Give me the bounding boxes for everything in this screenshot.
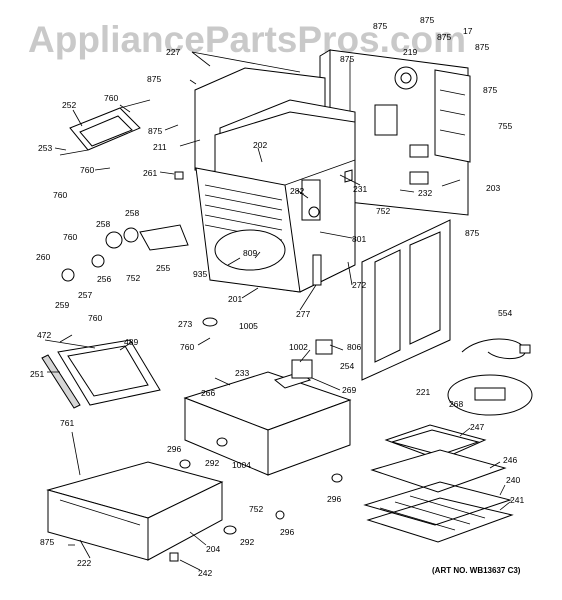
part-label: 232 bbox=[418, 188, 432, 198]
storage-drawer bbox=[46, 461, 224, 561]
part-label: 219 bbox=[403, 47, 417, 57]
element-receptacles bbox=[61, 224, 189, 282]
part-label: 202 bbox=[253, 140, 267, 150]
part-label: 257 bbox=[78, 290, 92, 300]
small-parts bbox=[169, 171, 343, 562]
part-labels: 875 875 875 219 227 875 875 17 875 760 2… bbox=[30, 15, 524, 578]
part-label: 292 bbox=[205, 458, 219, 468]
part-label: 211 bbox=[153, 142, 167, 152]
part-label: 875 bbox=[340, 54, 354, 64]
part-label: 935 bbox=[193, 269, 207, 279]
part-label: 273 bbox=[178, 319, 192, 329]
bake-element bbox=[41, 339, 161, 409]
part-label: 296 bbox=[280, 527, 294, 537]
part-label: 875 bbox=[465, 228, 479, 238]
part-label: 17 bbox=[463, 26, 473, 36]
part-label: 809 bbox=[243, 248, 257, 258]
part-label: 253 bbox=[38, 143, 52, 153]
part-label: 1002 bbox=[289, 342, 308, 352]
part-label: 806 bbox=[347, 342, 361, 352]
part-label: 258 bbox=[96, 219, 110, 229]
part-label: 231 bbox=[353, 184, 367, 194]
part-label: 761 bbox=[60, 418, 74, 428]
part-label: 242 bbox=[198, 568, 212, 578]
part-label: 755 bbox=[498, 121, 512, 131]
part-label: 752 bbox=[376, 206, 390, 216]
part-label: 261 bbox=[143, 168, 157, 178]
oven-rack bbox=[363, 481, 514, 543]
part-label: 282 bbox=[290, 186, 304, 196]
part-label: 875 bbox=[148, 126, 162, 136]
part-label: 752 bbox=[249, 504, 263, 514]
part-label: 251 bbox=[30, 369, 44, 379]
leader-lines bbox=[47, 51, 511, 571]
broil-element bbox=[59, 99, 151, 156]
broil-pan bbox=[370, 424, 507, 493]
watermark: AppliancePartsPros.com bbox=[28, 19, 466, 60]
part-label: 472 bbox=[37, 330, 51, 340]
part-label: 256 bbox=[97, 274, 111, 284]
side-panel bbox=[361, 219, 451, 381]
part-label: 277 bbox=[296, 309, 310, 319]
power-cord bbox=[461, 338, 531, 359]
part-label: 875 bbox=[147, 74, 161, 84]
part-label: 296 bbox=[327, 494, 341, 504]
part-label: 241 bbox=[510, 495, 524, 505]
part-label: 252 bbox=[62, 100, 76, 110]
part-label: 221 bbox=[416, 387, 430, 397]
part-label: 266 bbox=[201, 388, 215, 398]
part-label: 233 bbox=[235, 368, 249, 378]
part-label: 489 bbox=[124, 337, 138, 347]
part-label: 1005 bbox=[239, 321, 258, 331]
part-label: 204 bbox=[206, 544, 220, 554]
part-label: 269 bbox=[342, 385, 356, 395]
part-label: 259 bbox=[55, 300, 69, 310]
part-label: 246 bbox=[503, 455, 517, 465]
part-label: 760 bbox=[53, 190, 67, 200]
art-number: (ART NO. WB13637 C3) bbox=[432, 566, 521, 575]
part-label: 760 bbox=[88, 313, 102, 323]
part-label: 296 bbox=[167, 444, 181, 454]
part-label: 268 bbox=[449, 399, 463, 409]
part-label: 760 bbox=[80, 165, 94, 175]
part-label: 201 bbox=[228, 294, 242, 304]
part-label: 875 bbox=[437, 32, 451, 42]
part-label: 260 bbox=[36, 252, 50, 262]
terminal-block bbox=[447, 374, 533, 416]
part-label: 254 bbox=[340, 361, 354, 371]
part-label: 752 bbox=[126, 273, 140, 283]
part-label: 760 bbox=[180, 342, 194, 352]
part-label: 258 bbox=[125, 208, 139, 218]
part-label: 255 bbox=[156, 263, 170, 273]
cabinet-base bbox=[183, 371, 352, 476]
part-label: 875 bbox=[40, 537, 54, 547]
part-label: 272 bbox=[352, 280, 366, 290]
part-label: 554 bbox=[498, 308, 512, 318]
part-label: 222 bbox=[77, 558, 91, 568]
part-label: 227 bbox=[166, 47, 180, 57]
part-label: 875 bbox=[475, 42, 489, 52]
part-label: 292 bbox=[240, 537, 254, 547]
part-label: 247 bbox=[470, 422, 484, 432]
part-label: 240 bbox=[506, 475, 520, 485]
part-label: 875 bbox=[373, 21, 387, 31]
part-label: 1004 bbox=[232, 460, 251, 470]
part-label: 203 bbox=[486, 183, 500, 193]
part-label: 875 bbox=[483, 85, 497, 95]
part-label: 875 bbox=[420, 15, 434, 25]
oven-cavity bbox=[195, 111, 356, 293]
part-label: 760 bbox=[63, 232, 77, 242]
part-label: 760 bbox=[104, 93, 118, 103]
part-label: 801 bbox=[352, 234, 366, 244]
